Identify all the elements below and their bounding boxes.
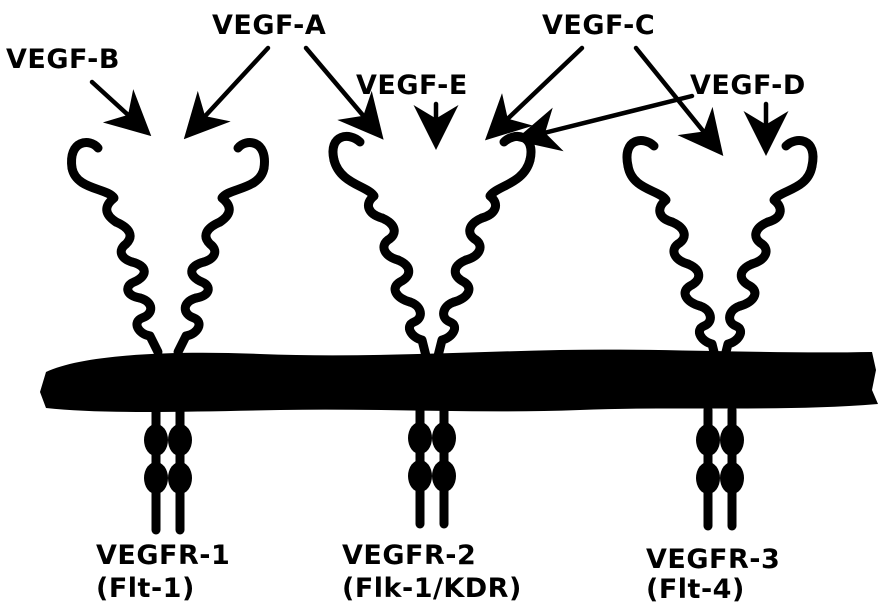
receptor-3-extracellular-domains xyxy=(627,141,813,360)
receptor-1-name: VEGFR-1 xyxy=(96,540,230,571)
ligand-label-vegf-e: VEGF-E xyxy=(356,70,468,101)
ligand-label-vegf-a: VEGF-A xyxy=(212,10,326,41)
receptor-2-name: VEGFR-2 xyxy=(342,540,476,571)
arrow-vegf-a-to-vegfr-1 xyxy=(196,48,268,126)
receptor-3-kinase-domains xyxy=(696,410,744,526)
receptor-1-alias: (Flt-1) xyxy=(96,573,195,603)
receptor-2-kinase-domains xyxy=(408,410,456,524)
ligand-label-vegf-c: VEGF-C xyxy=(542,10,655,41)
ligand-label-vegf-b: VEGF-B xyxy=(6,44,120,75)
arrow-vegf-d-to-vegfr-2 xyxy=(532,96,692,136)
receptor-1-extracellular-domains xyxy=(72,143,265,352)
ligand-label-vegf-d: VEGF-D xyxy=(690,70,806,101)
arrow-vegf-b-to-vegfr-1 xyxy=(92,82,138,124)
cell-membrane xyxy=(40,350,878,412)
arrow-vegf-c-to-vegfr-2 xyxy=(498,48,582,128)
receptor-2-extracellular-domains xyxy=(333,136,531,356)
receptor-3-alias: (Flt-4) xyxy=(646,574,745,603)
receptor-3-name: VEGFR-3 xyxy=(646,544,780,575)
receptor-2-alias: (Flk-1/KDR) xyxy=(342,573,522,603)
receptor-1-kinase-domains xyxy=(144,410,192,530)
